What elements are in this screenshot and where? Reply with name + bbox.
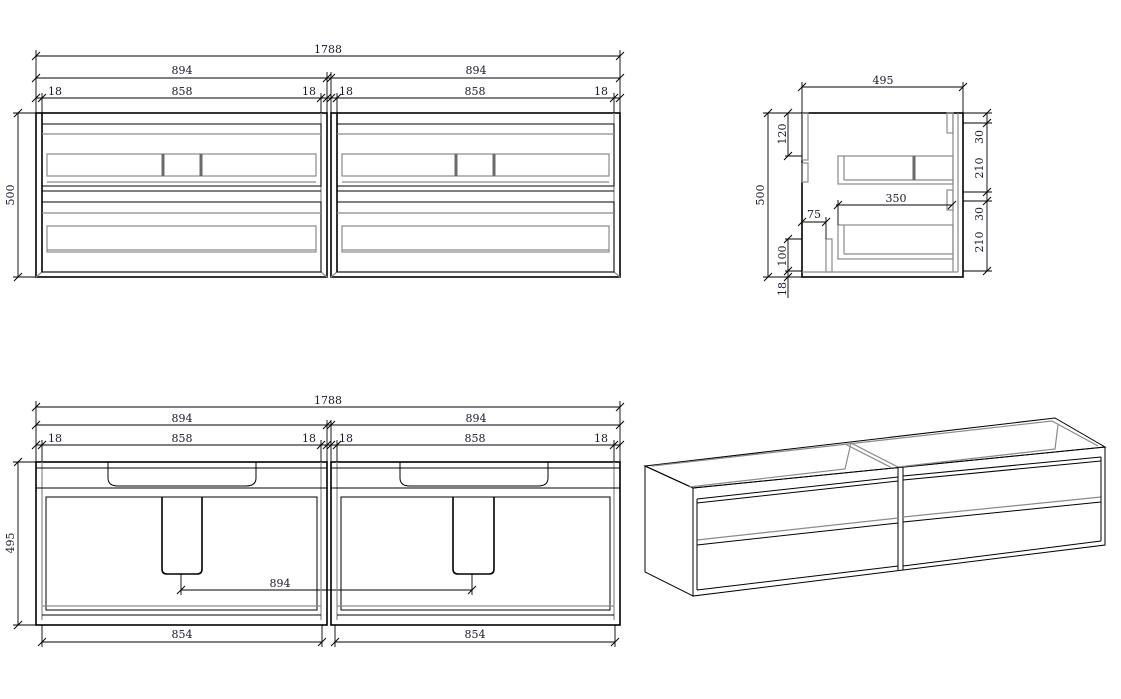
dim-label: 210 (973, 158, 986, 179)
dim-label: 210 (973, 232, 986, 253)
front-unit-width-left: 894 (172, 64, 193, 77)
top-dimensions: 1788 894 894 18 858 18 18 858 18 495 8 (4, 394, 625, 647)
dim-label: 894 (172, 412, 193, 425)
top-view: 1788 894 894 18 858 18 18 858 18 495 8 (4, 394, 625, 647)
side-view: 495 500 120 100 18 350 75 (754, 74, 992, 298)
dim-label: 854 (172, 628, 193, 641)
dim-label: 120 (776, 124, 789, 145)
drain-cutout-left (161, 497, 203, 575)
side-depth: 495 (873, 74, 894, 87)
dim-label: 18 (302, 432, 316, 445)
dim-label: 18 (339, 85, 353, 98)
front-unit-width-right: 894 (466, 64, 487, 77)
dim-label: 854 (465, 628, 486, 641)
sink-cutout-right (399, 462, 549, 487)
front-view: 1788 894 894 18 858 18 18 858 18 500 (4, 43, 625, 282)
sink-cutout-left (107, 462, 257, 487)
dim-label: 858 (465, 85, 486, 98)
dim-label: 350 (886, 192, 907, 205)
dim-label: 18 (48, 85, 62, 98)
dim-label: 858 (172, 432, 193, 445)
top-cabinet (35, 461, 621, 626)
front-height: 500 (4, 185, 17, 206)
front-dimensions: 1788 894 894 18 858 18 18 858 18 500 (4, 43, 625, 282)
dim-label: 30 (973, 207, 986, 221)
dim-label: 18 (594, 85, 608, 98)
dim-label: 858 (172, 85, 193, 98)
dim-label: 894 (466, 412, 487, 425)
dim-label: 18 (339, 432, 353, 445)
dim-label: 18 (302, 85, 316, 98)
top-depth: 495 (4, 533, 17, 554)
side-cabinet (801, 112, 964, 278)
front-total-width: 1788 (314, 43, 342, 56)
isometric-view (643, 417, 1107, 597)
dim-label: 18 (48, 432, 62, 445)
side-height: 500 (754, 185, 767, 206)
top-total-width: 1788 (314, 394, 342, 407)
drain-cutout-right (452, 497, 495, 575)
dim-label: 30 (973, 130, 986, 144)
dim-label: 18 (776, 282, 789, 296)
dim-label: 858 (465, 432, 486, 445)
dim-label: 100 (776, 246, 789, 267)
side-dimensions: 495 500 120 100 18 350 75 (754, 74, 992, 298)
front-cabinet (35, 112, 621, 278)
drain-spacing: 894 (270, 577, 291, 590)
dim-label: 18 (594, 432, 608, 445)
dim-label: 75 (807, 208, 821, 221)
